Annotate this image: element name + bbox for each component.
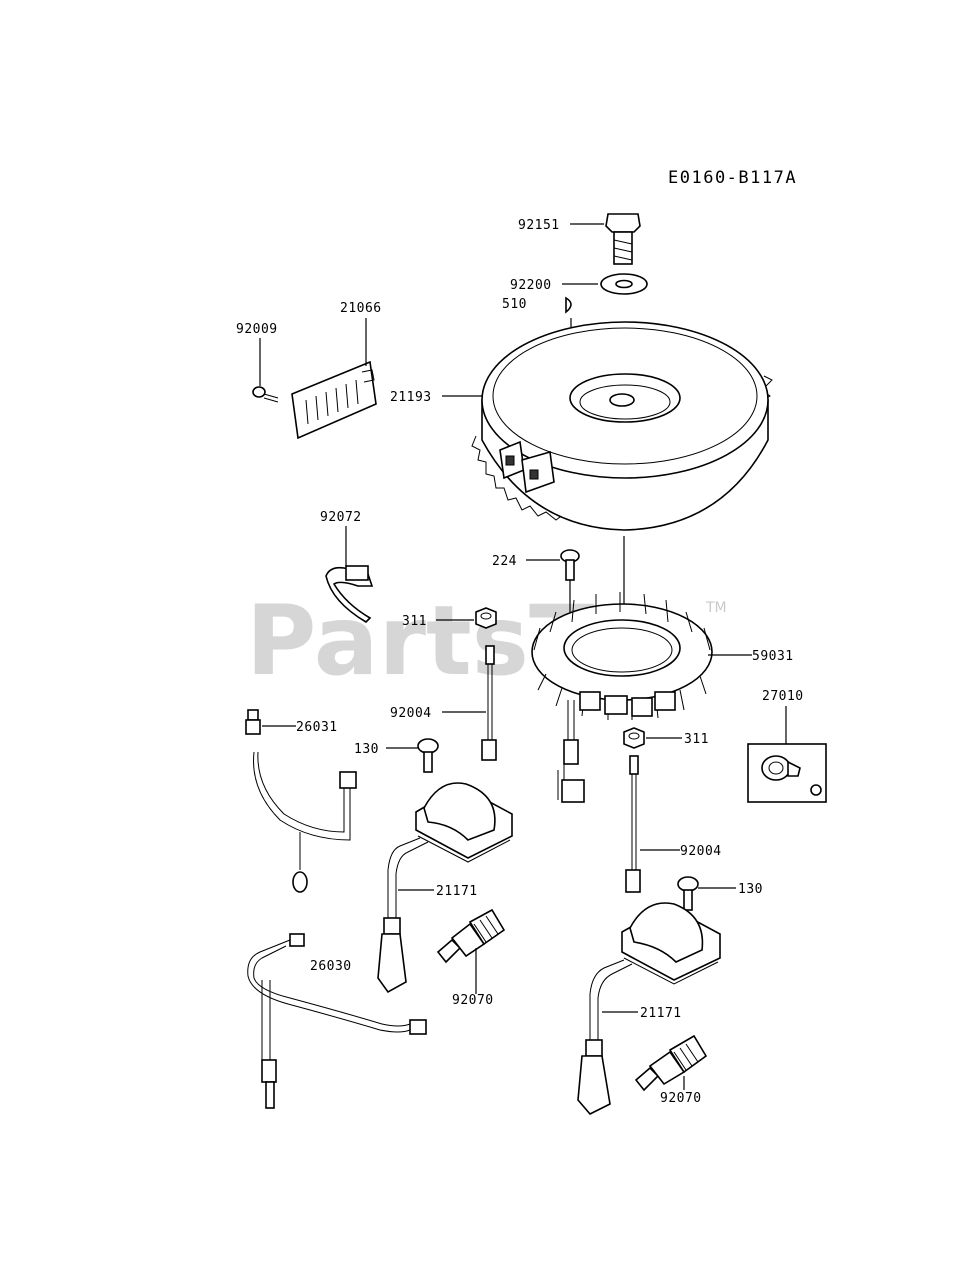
callout-92004-right: 92004 bbox=[680, 844, 722, 859]
callout-26030: 26030 bbox=[310, 959, 352, 974]
callout-92070-right: 92070 bbox=[660, 1091, 702, 1106]
callout-92200: 92200 bbox=[510, 278, 552, 293]
callout-26031: 26031 bbox=[296, 720, 338, 735]
callout-130-left: 130 bbox=[354, 742, 379, 757]
stator-lead-connector[interactable] bbox=[557, 700, 585, 803]
stator-part[interactable] bbox=[531, 592, 713, 720]
callout-224: 224 bbox=[492, 554, 517, 569]
flywheel-bolt-part[interactable] bbox=[605, 213, 641, 265]
callout-311-upper: 311 bbox=[402, 614, 427, 629]
callout-59031: 59031 bbox=[752, 649, 794, 664]
left-spark-plug-part[interactable] bbox=[436, 908, 506, 964]
voltage-regulator-part[interactable] bbox=[291, 360, 377, 440]
callout-311-lower: 311 bbox=[684, 732, 709, 747]
callout-92151: 92151 bbox=[518, 218, 560, 233]
diagram-reference-code: E0160-B117A bbox=[668, 168, 797, 188]
flywheel-part[interactable] bbox=[471, 321, 773, 531]
right-coil-stud-part[interactable] bbox=[625, 755, 641, 893]
lower-nut-part[interactable] bbox=[623, 727, 645, 749]
left-ignition-coil-part[interactable] bbox=[377, 782, 513, 994]
callout-27010: 27010 bbox=[762, 689, 804, 704]
lead-wire-26031-part[interactable] bbox=[245, 709, 357, 893]
callout-92072: 92072 bbox=[320, 510, 362, 525]
left-coil-stud-part[interactable] bbox=[481, 645, 497, 761]
harness-clamp-part[interactable] bbox=[325, 565, 374, 624]
callout-510: 510 bbox=[502, 297, 527, 312]
callout-92004-left: 92004 bbox=[390, 706, 432, 721]
flywheel-washer-part[interactable] bbox=[600, 273, 648, 295]
right-coil-bolt-part[interactable] bbox=[677, 876, 699, 911]
callout-21171-left: 21171 bbox=[436, 884, 478, 899]
right-spark-plug-part[interactable] bbox=[634, 1034, 708, 1092]
stator-screw-part[interactable] bbox=[560, 549, 580, 581]
right-ignition-coil-part[interactable] bbox=[577, 902, 721, 1115]
woodruff-key-part[interactable] bbox=[565, 296, 572, 314]
watermark-trademark: TM bbox=[705, 600, 727, 616]
callout-21066: 21066 bbox=[340, 301, 382, 316]
callout-21171-right: 21171 bbox=[640, 1006, 682, 1021]
callout-130-right: 130 bbox=[738, 882, 763, 897]
callout-21193: 21193 bbox=[390, 390, 432, 405]
upper-nut-part[interactable] bbox=[475, 607, 497, 629]
regulator-screw-part[interactable] bbox=[252, 386, 279, 403]
callout-92009: 92009 bbox=[236, 322, 278, 337]
left-coil-bolt-part[interactable] bbox=[417, 738, 439, 773]
lead-wire-26030-part[interactable] bbox=[247, 933, 427, 1109]
callout-92070-left: 92070 bbox=[452, 993, 494, 1008]
oil-pressure-switch-part[interactable] bbox=[761, 755, 822, 796]
